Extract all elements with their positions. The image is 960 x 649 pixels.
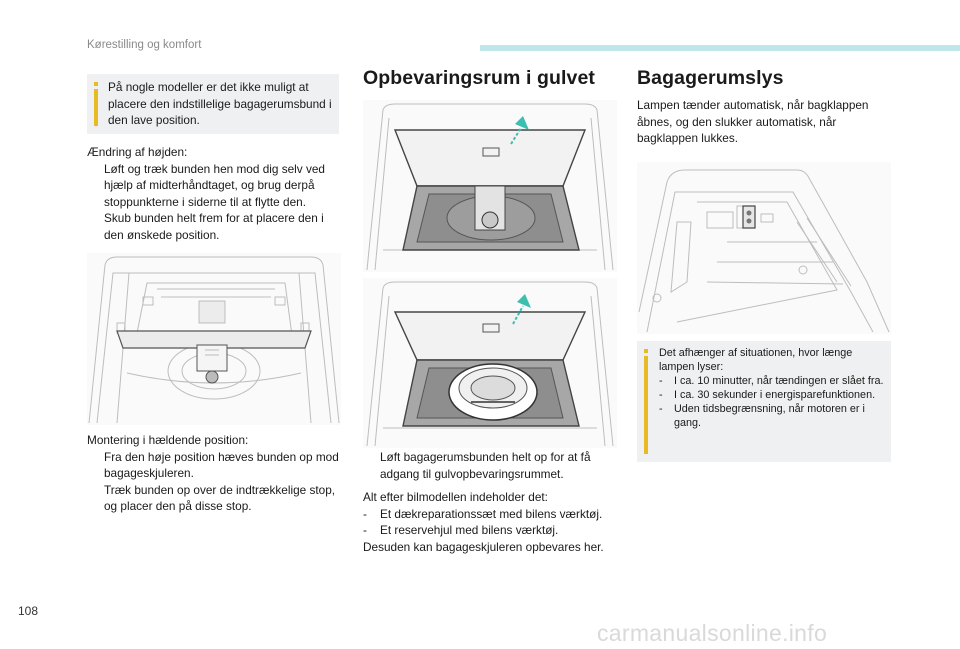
note-info-icon xyxy=(644,349,648,454)
floor-storage-contents: Alt efter bilmodellen indeholder det: - … xyxy=(363,489,623,555)
step-text: Træk bunden op over de indtrækkelige sto… xyxy=(104,482,336,514)
note-box-light-duration: Det afhænger af situationen, hvor længe … xyxy=(637,341,891,462)
list-dash: - xyxy=(659,403,663,415)
contents-intro: Alt efter bilmodellen indeholder det: xyxy=(363,490,548,504)
list-item: Løft bagagerumsbunden helt op for at få … xyxy=(363,449,617,482)
list-item: Fra den høje position hæves bunden op mo… xyxy=(87,449,345,482)
step-text: Løft og træk bunden hen mod dig selv ved… xyxy=(104,161,325,209)
height-instructions: Ændring af højden: Løft og træk bunden h… xyxy=(87,144,341,244)
item-text: I ca. 30 sekunder i energisparefunktione… xyxy=(674,389,876,401)
height-title: Ændring af højden: xyxy=(87,145,188,159)
floor-storage-heading: Opbevaringsrum i gulvet xyxy=(363,67,596,89)
list-item: - I ca. 30 sekunder i energisparefunktio… xyxy=(659,388,887,402)
note-box-low-position: På nogle modeller er det ikke muligt at … xyxy=(87,74,339,134)
list-item: - Et dækreparationssæt med bilens værktø… xyxy=(363,506,623,523)
list-item: Skub bunden helt frem for at placere den… xyxy=(87,210,341,243)
step-text: Skub bunden helt frem for at placere den… xyxy=(104,211,324,242)
list-item: - I ca. 10 minutter, når tændingen er sl… xyxy=(659,374,887,388)
list-dash: - xyxy=(363,523,367,538)
page-number: 108 xyxy=(18,604,39,618)
list-dash: - xyxy=(363,506,367,521)
note-text: På nogle modeller er det ikke muligt at … xyxy=(108,80,332,127)
floor-storage-step: Løft bagagerumsbunden helt op for at få … xyxy=(363,449,617,482)
item-text: Et reservehjul med bilens værktøj. xyxy=(380,523,559,538)
item-text: Uden tidsbegrænsning, når motoren er i g… xyxy=(674,403,865,429)
incline-instructions: Montering i hældende position: Fra den h… xyxy=(87,432,345,515)
list-dash: - xyxy=(659,389,663,401)
section-title: Kørestilling og komfort xyxy=(87,39,202,51)
step-text: Fra den høje position hæves bunden op mo… xyxy=(104,449,339,481)
item-text: Et dækreparationssæt med bilens værktøj. xyxy=(380,506,603,521)
boot-floor-illustration xyxy=(87,253,341,425)
list-item: Løft og træk bunden hen mod dig selv ved… xyxy=(87,161,341,211)
note-intro: Det afhænger af situationen, hvor længe … xyxy=(659,347,853,373)
boot-light-illustration xyxy=(637,162,891,334)
note-content: Det afhænger af situationen, hvor længe … xyxy=(659,346,887,430)
note-info-icon xyxy=(94,82,98,126)
contents-outro: Desuden kan bagageskjuleren opbevares he… xyxy=(363,539,604,554)
item-text: I ca. 10 minutter, når tændingen er slåe… xyxy=(674,375,884,387)
list-item: Træk bunden op over de indtrækkelige sto… xyxy=(87,482,345,515)
boot-light-text: Lampen tænder automatisk, når bagklappen… xyxy=(637,98,869,146)
incline-title: Montering i hældende position: xyxy=(87,433,249,447)
list-item: - Uden tidsbegrænsning, når motoren er i… xyxy=(659,402,887,430)
boot-light-heading: Bagagerumslys xyxy=(637,67,784,89)
floor-storage-spare-wheel-illustration xyxy=(363,278,617,448)
list-dash: - xyxy=(659,375,663,387)
section-accent-bar xyxy=(480,45,960,51)
step-text: Løft bagagerumsbunden helt op for at få … xyxy=(380,450,591,481)
watermark: carmanualsonline.info xyxy=(597,620,828,646)
list-item: - Et reservehjul med bilens værktøj. xyxy=(363,522,623,539)
floor-storage-repair-kit-illustration xyxy=(363,100,617,272)
